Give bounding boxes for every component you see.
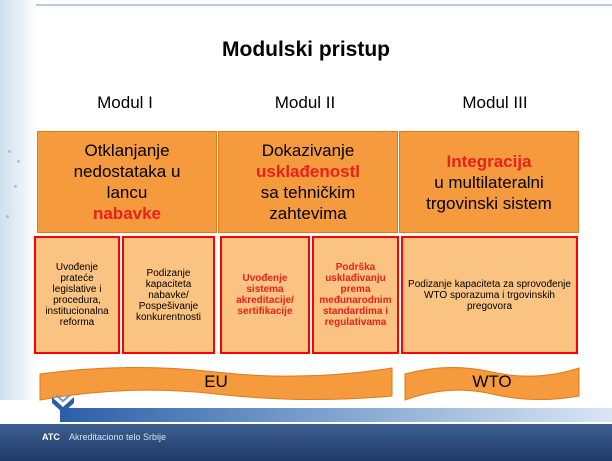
module-2-text-top: Dokazivanje bbox=[261, 141, 355, 160]
module-label-2: Modul II bbox=[274, 93, 336, 112]
decor-dot bbox=[17, 160, 20, 163]
left-decorative-band bbox=[0, 0, 36, 400]
module-label-1: Modul I bbox=[97, 93, 153, 112]
eu-banner-shape bbox=[39, 366, 393, 401]
wto-banner-shape bbox=[404, 367, 580, 401]
wto-banner: WTO bbox=[403, 364, 581, 401]
eu-banner: EU bbox=[38, 364, 394, 401]
sub-box-3: Uvođenje sistema akreditacije/ sertifika… bbox=[220, 236, 310, 354]
sub-box-4: Podrška usklađivanju prema međunarodnim … bbox=[312, 236, 399, 354]
module-3-text: u multilateralni trgovinski sistem bbox=[426, 172, 552, 213]
eu-label: EU bbox=[204, 372, 228, 391]
sub-box-2: Podizanje kapaciteta nabavke/ Pospešivan… bbox=[122, 236, 215, 354]
footer-bar bbox=[0, 424, 612, 461]
decor-dot bbox=[6, 215, 9, 218]
decor-dot bbox=[8, 150, 11, 153]
module-label-3: Modul III bbox=[462, 93, 528, 112]
footer-accent-line bbox=[60, 408, 612, 422]
decor-dot bbox=[14, 185, 17, 188]
sub-box-5: Podizanje kapaciteta za sprovođenje WTO … bbox=[401, 236, 578, 354]
module-1-text: Otklanjanje nedostataka u lancu bbox=[73, 141, 181, 202]
module-1-box: Otklanjanje nedostataka u lancu nabavke bbox=[37, 131, 217, 233]
wto-label: WTO bbox=[472, 372, 512, 391]
top-rule bbox=[36, 4, 612, 6]
module-2-highlight: usklađenostl bbox=[256, 162, 360, 181]
sub-box-1: Uvođenje prateće legislative i procedura… bbox=[34, 236, 120, 354]
module-2-box: Dokazivanje usklađenostl sa tehničkim za… bbox=[218, 131, 398, 233]
chevron-logo-icon bbox=[52, 394, 74, 413]
footer-atc: ATC bbox=[42, 432, 60, 442]
footer-org-name: Akreditaciono telo Srbije bbox=[69, 432, 167, 442]
slide-title: Modulski pristup bbox=[222, 38, 390, 61]
module-3-box: Integracija u multilateralni trgovinski … bbox=[399, 131, 579, 233]
module-3-highlight: Integracija bbox=[446, 151, 532, 171]
module-1-highlight: nabavke bbox=[92, 204, 162, 223]
module-2-text-bottom: sa tehničkim zahtevima bbox=[260, 183, 356, 223]
